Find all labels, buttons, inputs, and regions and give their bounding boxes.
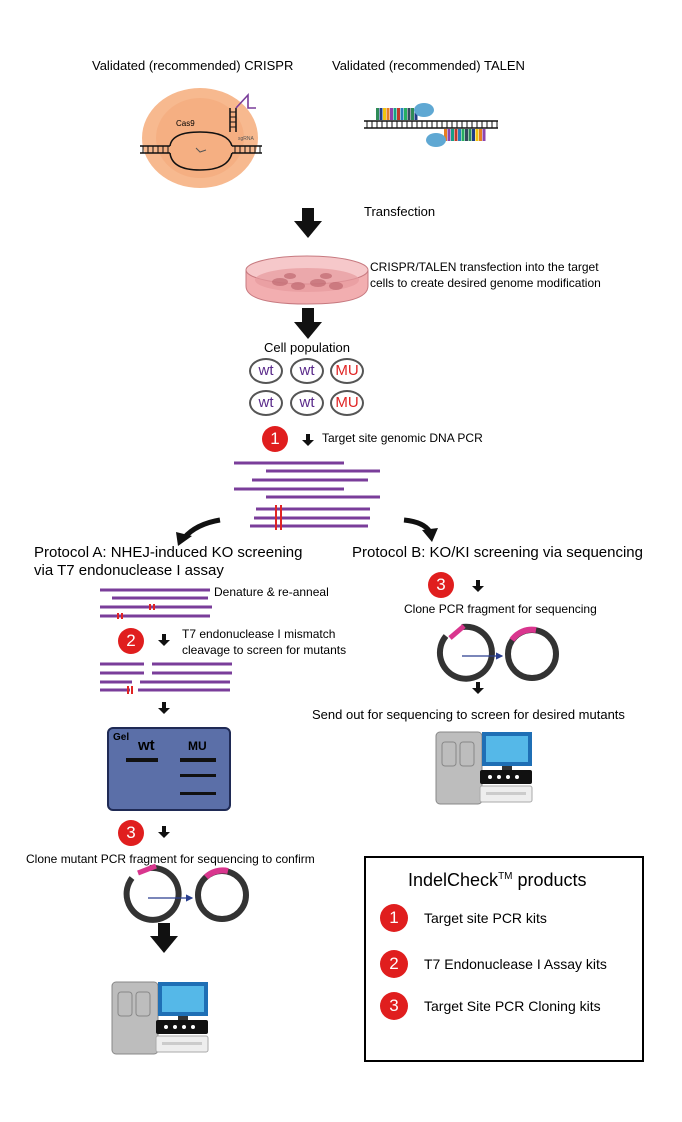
cell-mutant: MU <box>330 358 364 384</box>
transfection-label: Transfection <box>364 204 436 219</box>
step-badge-2: 2 <box>118 628 144 654</box>
petri-dish <box>245 255 369 305</box>
crispr-illustration <box>140 88 262 188</box>
plasmid-open-b <box>436 623 495 682</box>
cell-wt: wt <box>290 358 324 384</box>
crispr-title: Validated (recommended) CRISPR <box>92 58 294 73</box>
small-arrow-clone-a <box>158 826 170 838</box>
products-title-tm: TM <box>498 871 513 882</box>
down-arrow-3 <box>150 923 178 953</box>
product-label: T7 Endonuclease I Assay kits <box>424 956 607 972</box>
step-badge-1: 1 <box>262 426 288 452</box>
small-arrow-clone-b <box>472 580 484 592</box>
protocol-a-heteroduplex <box>100 588 212 618</box>
protocol-a-title-line2: via T7 endonuclease I assay <box>34 562 224 579</box>
cell-population-label: Cell population <box>264 340 351 355</box>
small-arrow-send-b <box>472 682 484 694</box>
step-badge-3-a: 3 <box>118 820 144 846</box>
sequencer-b <box>435 731 533 805</box>
split-arrow-right <box>403 517 438 542</box>
product-badge: 3 <box>380 992 408 1020</box>
clone-pcr-label: Clone PCR fragment for sequencing <box>404 602 597 616</box>
product-badge: 1 <box>380 904 408 932</box>
gel-mu-label: MU <box>188 739 207 753</box>
plasmid-closed-b <box>505 626 559 681</box>
plasmid-open-a <box>123 863 182 923</box>
t7-label-line2: cleavage to screen for mutants <box>182 643 347 657</box>
protocol-a-title-line1: Protocol A: NHEJ-induced KO screening <box>34 544 303 561</box>
denature-label: Denature & re-anneal <box>214 585 329 599</box>
pcr-products <box>234 461 380 528</box>
cell-wt: wt <box>290 390 324 416</box>
gel-label: Gel <box>113 732 130 743</box>
product-label: Target Site PCR Cloning kits <box>424 998 601 1014</box>
protocol-a-cleaved <box>100 662 232 692</box>
pcr-step-label: Target site genomic DNA PCR <box>322 431 483 445</box>
gel <box>107 727 231 811</box>
cell-wt: wt <box>249 390 283 416</box>
small-arrow-gel <box>158 702 170 714</box>
cas9-label: Cas9 <box>176 119 195 128</box>
talen-title: Validated (recommended) TALEN <box>332 58 525 73</box>
products-title-brand: IndelCheck <box>408 870 499 890</box>
small-arrow-t7 <box>158 634 170 646</box>
sequencer-a <box>111 981 209 1055</box>
small-arrow-pcr <box>302 434 314 446</box>
transfection-desc-line2: cells to create desired genome modificat… <box>370 276 601 290</box>
sgrna-label: sgRNA <box>238 136 254 142</box>
step-badge-3-b: 3 <box>428 572 454 598</box>
protocol-b-title: Protocol B: KO/KI screening via sequenci… <box>352 544 643 561</box>
products-title-suffix: products <box>512 870 587 890</box>
gel-wt-label: wt <box>138 737 155 754</box>
cell-mutant: MU <box>330 390 364 416</box>
talen-illustration <box>364 103 498 147</box>
products-legend: IndelCheckTM products 1 Target site PCR … <box>364 856 644 1062</box>
product-label: Target site PCR kits <box>424 910 547 926</box>
send-sequencing-label: Send out for sequencing to screen for de… <box>312 707 625 722</box>
down-arrow-1 <box>294 208 322 238</box>
clone-mutant-label: Clone mutant PCR fragment for sequencing… <box>26 852 315 866</box>
down-arrow-2 <box>294 308 322 339</box>
split-arrow-left <box>176 517 221 546</box>
transfection-desc-line1: CRISPR/TALEN transfection into the targe… <box>370 260 599 274</box>
product-badge: 2 <box>380 950 408 978</box>
plasmid-closed-a <box>195 867 249 922</box>
products-title: IndelCheckTM products <box>408 870 587 891</box>
cell-wt: wt <box>249 358 283 384</box>
t7-label-line1: T7 endonuclease I mismatch <box>182 627 336 641</box>
